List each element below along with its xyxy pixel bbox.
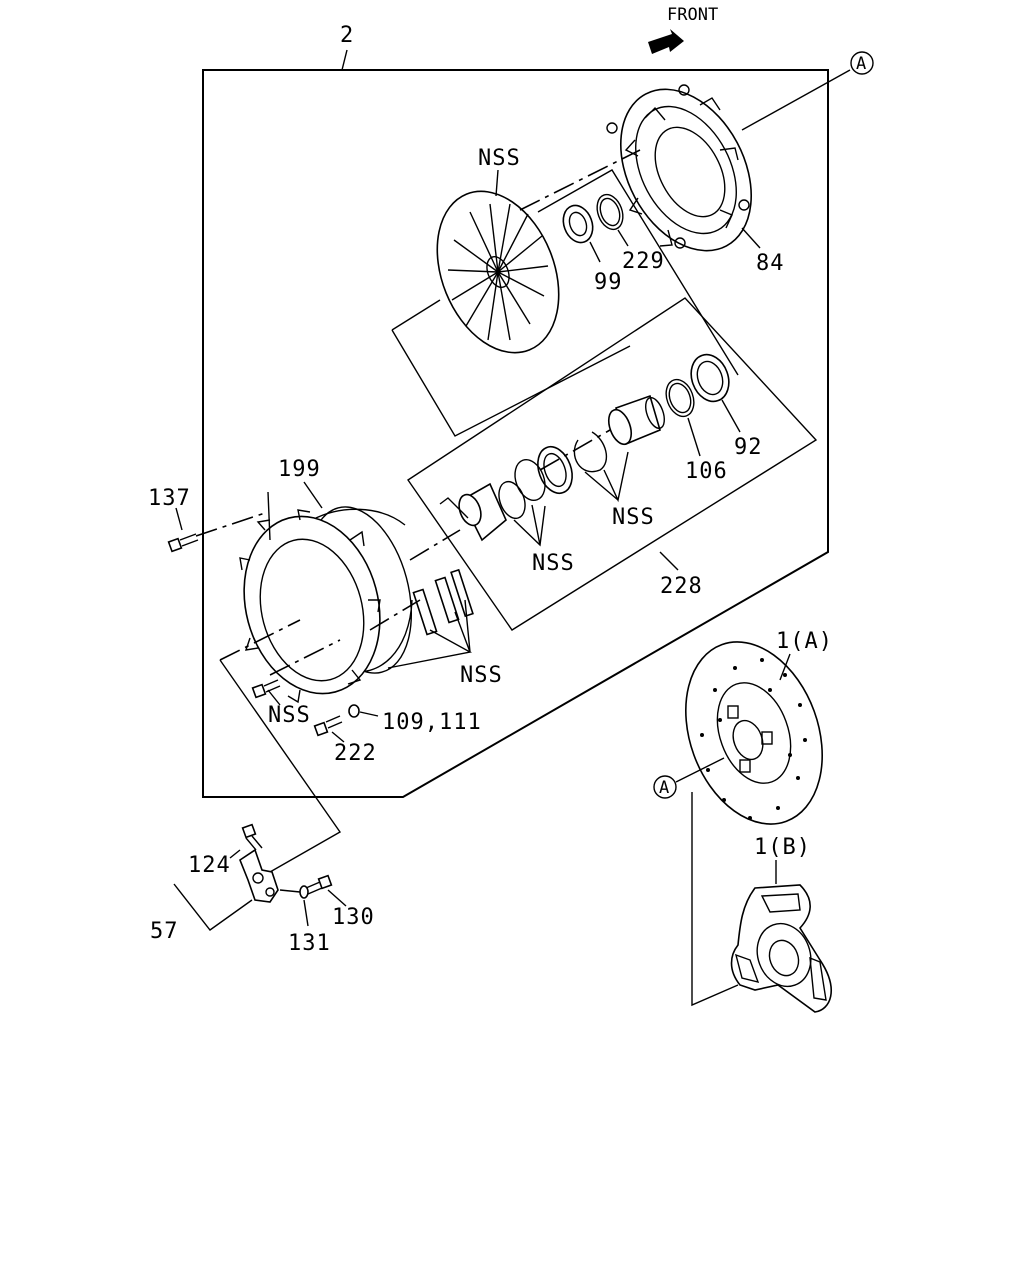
- assembly-228-outline: [407, 297, 818, 631]
- bearing-ring-nss: [537, 445, 573, 495]
- washer-109-111: [348, 704, 360, 718]
- label-106: 106: [685, 459, 728, 484]
- label-130: 130: [332, 905, 375, 930]
- clutch-disc-1b: [730, 884, 832, 1013]
- ref-a-bottom-label: A: [659, 778, 669, 798]
- label-124: 124: [188, 853, 231, 878]
- label-nss-sleeve: NSS: [612, 505, 655, 530]
- label-99: 99: [594, 270, 623, 295]
- label-1b: 1(B): [754, 835, 811, 860]
- label-228: 228: [660, 574, 703, 599]
- label-137: 137: [148, 486, 191, 511]
- ref-a-top-circle: [850, 51, 874, 75]
- release-sleeve: [607, 394, 665, 446]
- washer-131: [299, 885, 309, 899]
- label-nss-bolt: NSS: [268, 703, 311, 728]
- bolt-222: [313, 715, 343, 737]
- label-2: 2: [340, 23, 354, 48]
- label-92: 92: [734, 435, 763, 460]
- front-label: FRONT: [667, 5, 718, 25]
- label-nss-bearing: NSS: [532, 551, 575, 576]
- bolt-124: [241, 823, 263, 851]
- ring-106: [665, 378, 695, 418]
- snap-ring-nss: [573, 431, 608, 473]
- label-131: 131: [288, 931, 331, 956]
- release-fork-57: [239, 848, 279, 903]
- bolt-130: [305, 874, 333, 895]
- washer-92: [690, 353, 730, 403]
- clutch-housing: [239, 509, 381, 704]
- clip-plates: [412, 568, 474, 636]
- ref-a-bottom-circle: [653, 775, 677, 799]
- label-57: 57: [150, 919, 179, 944]
- release-bearing: [439, 480, 526, 542]
- label-nss-clips: NSS: [460, 663, 503, 688]
- clutch-cover-84: [606, 84, 753, 252]
- label-109-111: 109,111: [382, 710, 482, 735]
- bearing-seal-99: [562, 204, 594, 244]
- ref-a-top-label: A: [856, 54, 866, 74]
- diaphragm-spring-disc: [436, 190, 560, 354]
- label-222: 222: [334, 741, 377, 766]
- label-199: 199: [278, 457, 321, 482]
- bolt-137: [167, 533, 199, 553]
- label-229: 229: [622, 249, 665, 274]
- snap-ring-229: [596, 193, 624, 231]
- front-arrow-icon: [648, 29, 684, 54]
- bolt-nss: [251, 679, 281, 699]
- label-84: 84: [756, 251, 785, 276]
- clutch-disc-1a: [685, 641, 823, 825]
- label-1a: 1(A): [776, 629, 833, 654]
- label-nss-disc: NSS: [478, 146, 521, 171]
- assembly-2-outline: [202, 49, 829, 798]
